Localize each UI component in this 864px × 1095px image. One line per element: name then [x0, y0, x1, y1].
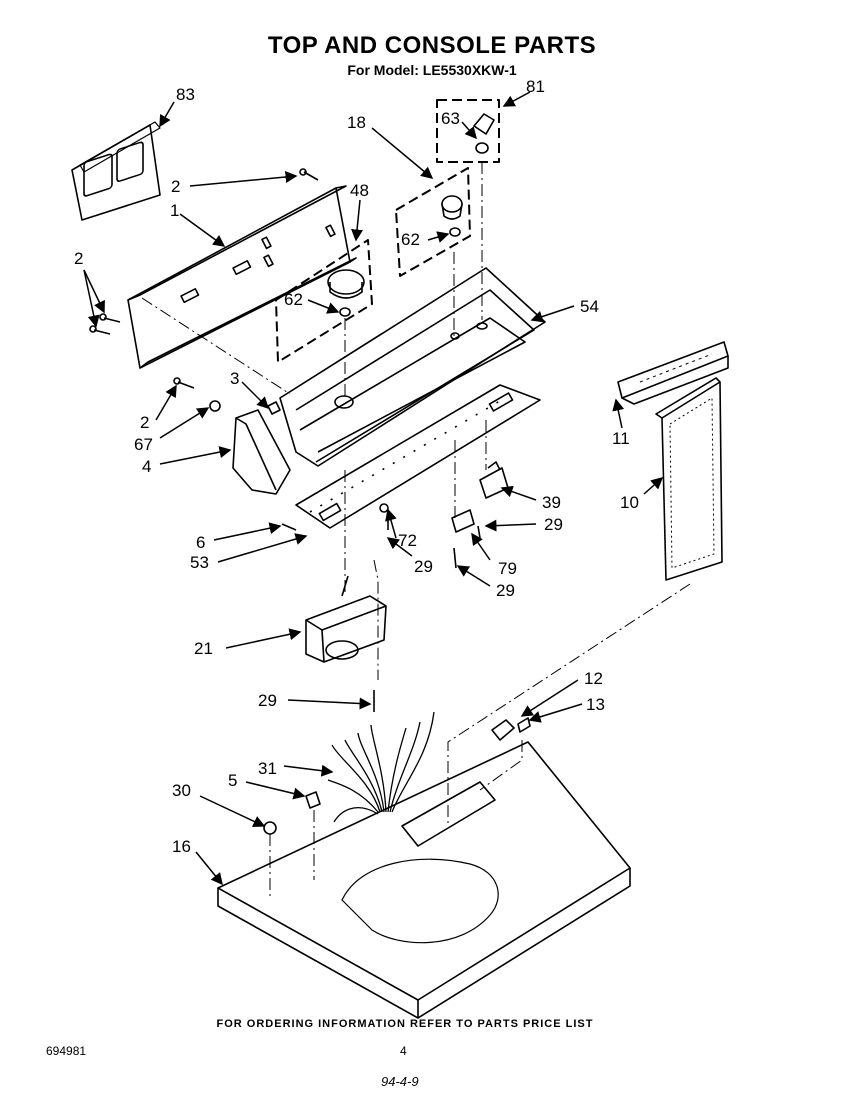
ordering-note: FOR ORDERING INFORMATION REFER TO PARTS … [216, 1018, 594, 1030]
console-housing-part-54 [279, 267, 546, 467]
switch-part-79 [451, 509, 475, 533]
lint-screen-part-10 [655, 377, 723, 581]
callout-21: 21 [194, 639, 213, 658]
callout-labels: 83 81 18 63 2 48 1 62 2 62 54 3 2 67 4 1… [74, 77, 639, 856]
document-number: 694981 [46, 1044, 87, 1058]
callout-2b: 2 [74, 249, 83, 268]
model-subtitle: For Model: LE5530XKW-1 [347, 62, 517, 78]
callout-39: 39 [542, 493, 561, 512]
clip-part-3 [267, 401, 281, 415]
callout-72: 72 [398, 531, 417, 550]
callout-30: 30 [172, 781, 191, 800]
terminal-block-part-39 [479, 461, 509, 499]
callout-53: 53 [190, 553, 209, 572]
console-overlay-part-83 [71, 121, 161, 221]
callout-1: 1 [170, 201, 179, 220]
callout-81: 81 [526, 77, 545, 96]
callout-79: 79 [498, 559, 517, 578]
callout-18: 18 [347, 113, 366, 132]
callout-48: 48 [350, 181, 369, 200]
callout-16: 16 [172, 837, 191, 856]
page-number: 4 [400, 1044, 407, 1058]
callout-10: 10 [620, 493, 639, 512]
callout-12: 12 [584, 669, 603, 688]
end-cap-part-4 [232, 409, 291, 495]
rear-console-panel-part-1 [127, 185, 357, 369]
callout-29b: 29 [414, 557, 433, 576]
assembly-lines [141, 162, 691, 900]
knob-assembly-part-48 [275, 239, 373, 363]
callout-13: 13 [586, 695, 605, 714]
callout-54: 54 [580, 297, 599, 316]
wiring-harness-part-31 [327, 711, 435, 823]
knob-assembly-part-18 [395, 167, 471, 277]
screw-part-13 [517, 717, 531, 733]
callout-29c: 29 [496, 581, 515, 600]
callout-67: 67 [134, 435, 153, 454]
callout-31: 31 [258, 759, 277, 778]
leader-lines [83, 91, 664, 886]
callout-5: 5 [228, 771, 237, 790]
callout-3: 3 [230, 369, 239, 388]
callout-62a: 62 [401, 230, 420, 249]
date-stamp: 94-4-9 [381, 1074, 419, 1089]
callout-29d: 29 [258, 691, 277, 710]
callout-29a: 29 [544, 515, 563, 534]
callout-62b: 62 [284, 290, 303, 309]
timer-part-21 [305, 575, 387, 663]
callout-6: 6 [196, 533, 205, 552]
callout-11: 11 [612, 429, 630, 448]
console-bracket [295, 384, 541, 529]
clip-part-5 [305, 791, 321, 809]
callout-2a: 2 [171, 177, 180, 196]
callout-63: 63 [441, 109, 460, 128]
top-panel-part-16 [217, 741, 631, 1019]
callout-2c: 2 [140, 413, 149, 432]
lint-screen-cover-part-11 [617, 341, 729, 405]
page-title: TOP AND CONSOLE PARTS [267, 32, 597, 59]
callout-83: 83 [176, 85, 195, 104]
screw-part-30 [263, 821, 277, 835]
thermostat-part-12 [491, 719, 515, 741]
callout-4: 4 [142, 457, 151, 476]
push-button-part-81 [436, 99, 500, 163]
